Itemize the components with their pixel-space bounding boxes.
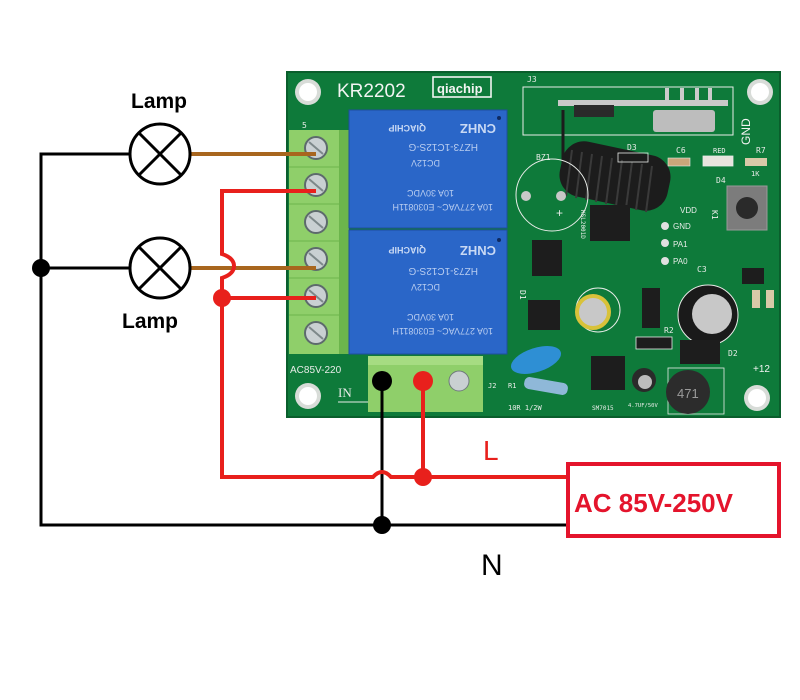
vdd-label: VDD xyxy=(680,206,697,215)
screw-slot xyxy=(308,326,324,340)
screw-slot xyxy=(308,141,324,155)
pa0-label: PA0 xyxy=(673,257,688,266)
inductor-value: 471 xyxy=(677,386,699,401)
lamp-bottom xyxy=(128,236,192,300)
svg-text:+: + xyxy=(556,206,563,220)
live-junction xyxy=(213,289,231,307)
inductor: 471 xyxy=(666,367,725,415)
d3-label: D3 xyxy=(627,143,637,152)
pa1-label: PA1 xyxy=(673,240,688,249)
bz1-label: BZ1 xyxy=(536,153,551,162)
mounting-hole xyxy=(747,79,773,105)
resistor-r1 xyxy=(524,377,568,395)
ic-sm7015 xyxy=(591,356,625,390)
relay-1-rating1: 10A 30VDC xyxy=(406,188,454,198)
board-brand: qiachip xyxy=(437,81,483,96)
live-input-terminal xyxy=(413,371,433,391)
lamp-top xyxy=(128,122,192,186)
neutral-input-terminal xyxy=(372,371,392,391)
screw-slot xyxy=(308,215,324,229)
board-model: KR2202 xyxy=(337,81,406,102)
neutral-junction xyxy=(373,516,391,534)
c3-label: C3 xyxy=(697,265,707,274)
lamp-wiring xyxy=(190,152,316,270)
relay-board: KR2202 qiachip J3 GND BZ1 + xyxy=(286,71,781,418)
x-capacitor xyxy=(510,346,562,374)
d4-label: D4 xyxy=(716,176,726,185)
relay-2-part: HZ73-1C12S-G xyxy=(408,265,478,276)
lamp-bottom-label: Lamp xyxy=(122,310,178,333)
ic-chip xyxy=(590,205,630,241)
r7-label: R7 xyxy=(756,146,766,155)
ic-chip xyxy=(532,240,562,276)
plus12-label: +12 xyxy=(753,364,770,375)
brand-box xyxy=(432,76,492,98)
cap-label: 4.7UF/50V xyxy=(628,403,658,409)
k1-label: K1 xyxy=(710,210,719,220)
learn-button[interactable] xyxy=(726,185,768,231)
input-voltage-label: AC85V-220 xyxy=(290,365,342,376)
mounting-hole xyxy=(744,385,770,411)
output-terminal-block xyxy=(289,130,349,354)
j2-label: J2 xyxy=(488,382,496,390)
power-supply-box: AC 85V-250V xyxy=(566,462,781,538)
relay-2-rating2: 10A 277VAC~ E030811H xyxy=(393,326,494,336)
relay-1-rating2: 10A 277VAC~ E030811H xyxy=(393,202,494,212)
screw-slot xyxy=(308,178,324,192)
gnd-pad-label: GND xyxy=(673,222,691,231)
live-label: L xyxy=(483,435,499,466)
live-wiring xyxy=(220,189,568,479)
buzzer-outline xyxy=(515,158,589,232)
relay-2-rating1: 10A 30VDC xyxy=(406,312,454,322)
gnd-label: GND xyxy=(739,118,753,145)
rf-module-outline xyxy=(522,86,734,136)
lamp-top-label: Lamp xyxy=(131,90,187,113)
d2-label: D2 xyxy=(728,349,738,358)
relay-2-coil: DC12V xyxy=(411,282,440,292)
neutral-junction xyxy=(32,259,50,277)
screw-slot xyxy=(308,252,324,266)
relay-1-coil: DC12V xyxy=(411,158,440,168)
antenna-coil xyxy=(559,110,671,213)
relay-2-maker: QIACHIP xyxy=(388,245,426,255)
relay-1-brand: CNHZ xyxy=(460,121,496,136)
input-screw xyxy=(448,370,470,392)
neutral-label: N xyxy=(481,549,503,582)
live-junction xyxy=(414,468,432,486)
r1-value: 10R 1/2W xyxy=(508,404,543,412)
j3-label: J3 xyxy=(527,75,537,84)
mounting-hole xyxy=(295,79,321,105)
sm7015-label: SM7015 xyxy=(592,405,614,412)
relay-1: 10A 277VAC~ E030811H 10A 30VDC DC12V HZ7… xyxy=(348,109,508,229)
power-supply-label: AC 85V-250V xyxy=(574,488,734,518)
r1-label: R1 xyxy=(508,382,516,390)
relay-1-maker: QIACHIP xyxy=(388,123,426,133)
d1-label: D1 xyxy=(518,290,527,300)
neutral-wiring xyxy=(39,152,568,527)
relay-2: 10A 277VAC~ E030811H 10A 30VDC DC12V HZ7… xyxy=(348,229,508,355)
red-led-label: RED xyxy=(713,147,726,155)
u2-label: KSL2001D xyxy=(579,210,586,239)
red-led xyxy=(702,155,734,167)
terminal-mark: 5 xyxy=(302,121,307,130)
mounting-hole xyxy=(295,383,321,409)
input-marker: IN xyxy=(338,385,352,400)
rf-module xyxy=(558,100,728,106)
r7-value: 1K xyxy=(751,170,760,178)
bridge-rectifier xyxy=(528,300,560,330)
relay-1-part: HZ73-1C12S-G xyxy=(408,141,478,152)
r2-label: R2 xyxy=(664,326,674,335)
relay-2-brand: CNHZ xyxy=(460,243,496,258)
c6-label: C6 xyxy=(676,146,686,155)
